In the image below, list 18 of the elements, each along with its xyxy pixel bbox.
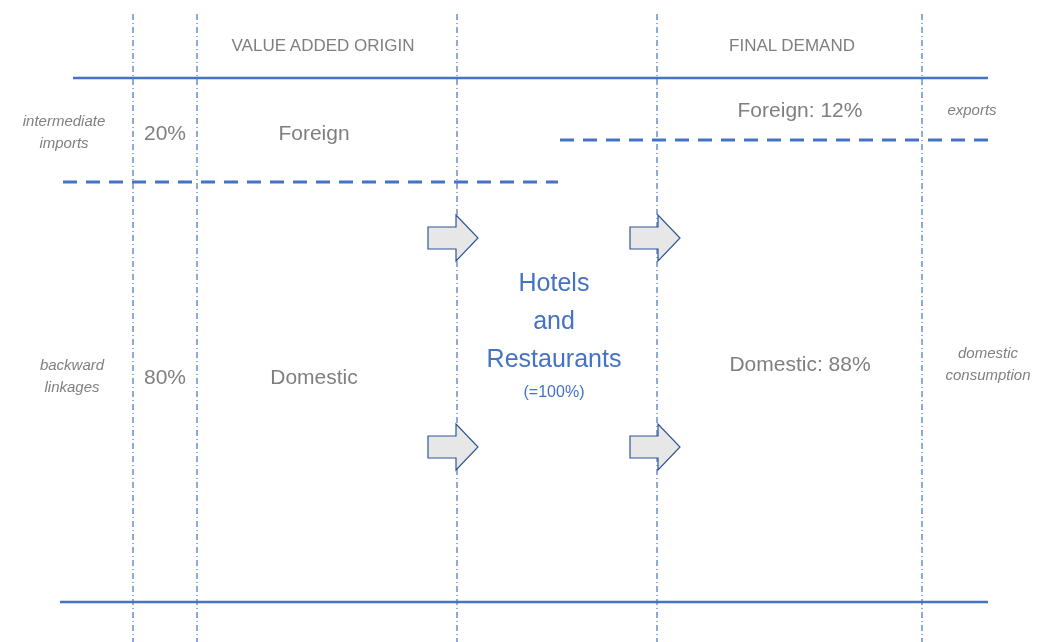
share-label: 80%: [144, 363, 186, 390]
block-arrow: [629, 213, 681, 263]
column-heading: FINAL DEMAND: [729, 34, 855, 57]
row-label: exports: [947, 100, 997, 121]
block-arrow: [427, 422, 479, 472]
share-label: (=100%): [522, 382, 586, 402]
row-label: backward linkages: [38, 355, 106, 397]
share-label: Foreign: [277, 120, 351, 146]
share-label: Domestic: [269, 364, 359, 390]
block-arrow: [427, 213, 479, 263]
sector-title: Hotels and Restaurants: [486, 267, 622, 374]
share-label: 20%: [144, 119, 186, 146]
block-arrow: [629, 422, 681, 472]
share-label: Foreign: 12%: [736, 97, 864, 123]
column-heading: VALUE ADDED ORIGIN: [231, 34, 415, 57]
row-label: domestic consumption: [944, 343, 1032, 385]
share-label: Domestic: 88%: [728, 351, 872, 377]
row-label: intermediate imports: [21, 111, 107, 153]
